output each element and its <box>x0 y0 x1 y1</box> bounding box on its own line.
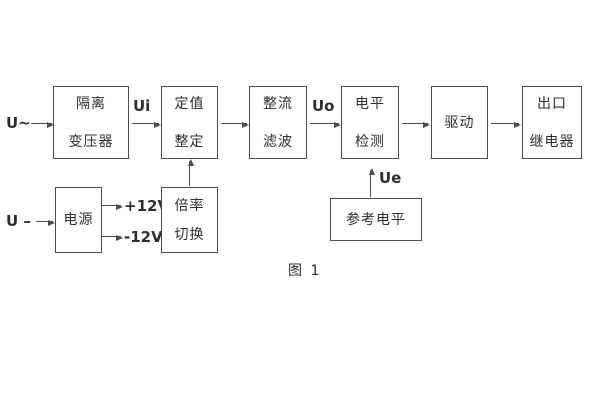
block-label: 倍率 <box>174 197 205 214</box>
arrow-ratio-to-setpoint <box>187 159 194 186</box>
block-label: 切换 <box>174 226 205 243</box>
block-label: 电平 <box>355 95 385 112</box>
block-driver: 驱动 <box>431 86 488 159</box>
rail-neg12v-label: -12V <box>124 228 163 246</box>
block-label: 变压器 <box>68 133 114 150</box>
arrow-reference-to-level <box>368 168 375 197</box>
block-power-supply: 电源 <box>55 187 102 253</box>
signal-uo-label: Uo <box>312 97 335 115</box>
block-label: 隔离 <box>76 95 106 112</box>
block-label: 定值 <box>174 95 205 112</box>
block-label: 滤波 <box>263 133 293 150</box>
block-label: 整流 <box>263 95 293 112</box>
arrow-ac-to-isolation <box>31 121 54 128</box>
block-label: 出口 <box>537 95 567 112</box>
block-reference-level: 参考电平 <box>330 198 422 241</box>
block-level-detection: 电平 检测 <box>341 86 399 159</box>
block-label: 驱动 <box>444 114 475 131</box>
arrow-setpoint-to-rectify <box>221 121 249 128</box>
rail-pos12v-label: +12V <box>124 197 170 215</box>
block-label: 电源 <box>63 212 94 228</box>
dc-input-label: U – <box>6 212 31 230</box>
arrow-dc-to-power <box>36 219 55 226</box>
signal-ue-label: Ue <box>379 169 402 187</box>
arrow-power-pos12v <box>102 203 123 210</box>
ac-input-label: U~ <box>6 114 31 132</box>
block-output-relay: 出口 继电器 <box>522 86 582 159</box>
figure-caption: 图 1 <box>288 263 322 279</box>
arrow-rectify-to-level <box>310 121 341 128</box>
arrow-driver-to-relay <box>491 121 521 128</box>
arrow-level-to-driver <box>402 121 430 128</box>
block-rectify-filter: 整流 滤波 <box>249 86 307 159</box>
block-setpoint-setting: 定值 整定 <box>161 86 218 159</box>
block-isolation-transformer: 隔离 变压器 <box>53 86 129 159</box>
block-label: 整定 <box>174 133 205 150</box>
block-label: 检测 <box>355 133 385 150</box>
arrow-isolation-to-setpoint <box>132 121 161 128</box>
block-label: 继电器 <box>529 133 575 150</box>
arrow-power-neg12v <box>102 234 123 241</box>
signal-ui-label: Ui <box>133 97 151 115</box>
block-label: 参考电平 <box>346 211 406 228</box>
block-ratio-switching: 倍率 切换 <box>161 187 218 253</box>
